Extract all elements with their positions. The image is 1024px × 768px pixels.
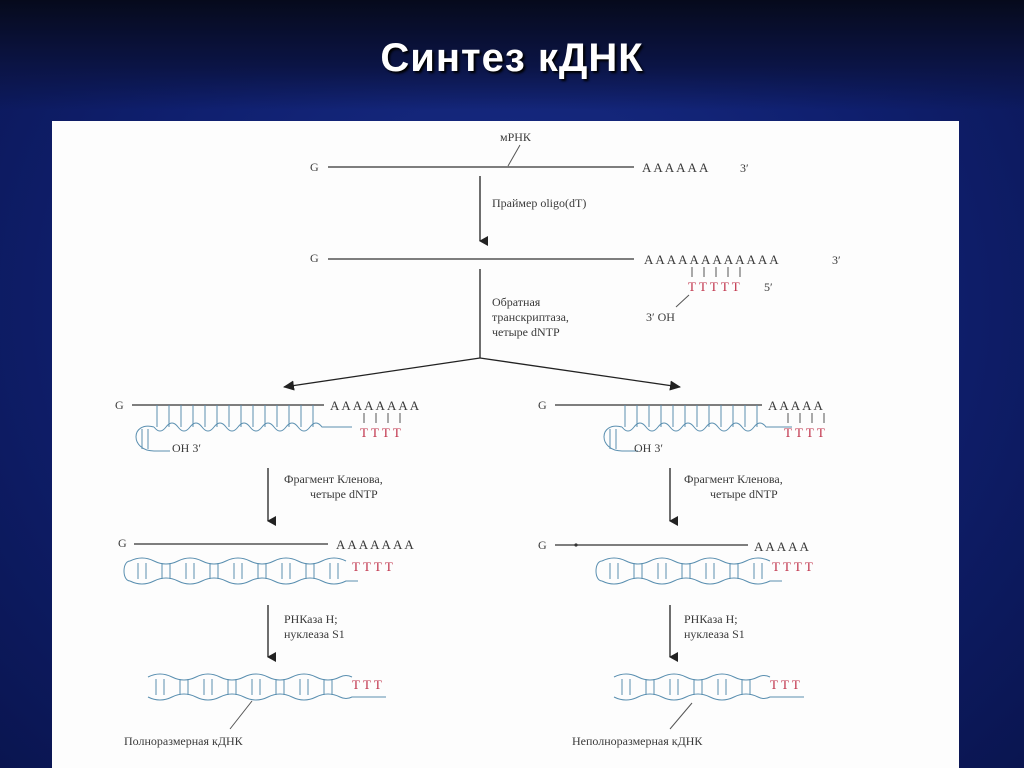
poly-a-2: AAAAAAAAAAAA (644, 252, 781, 267)
three-prime-2: 3′ (832, 253, 841, 267)
step1-label: Праймер oligo(dT) (492, 196, 586, 210)
step2-line2: транскриптаза, (492, 310, 569, 324)
hairpin-oh-left: OH 3′ (172, 441, 201, 455)
tttt-left-3: TTTT (360, 425, 404, 440)
cap-g-left-4: G (118, 536, 127, 550)
five-prime: 5′ (764, 280, 773, 294)
three-prime-1: 3′ (740, 161, 749, 175)
partial-length-label: Неполноразмерная кДНК (572, 734, 703, 748)
cap-g-1: G (310, 160, 319, 174)
nick-dot (574, 543, 578, 547)
poly-a-1: AAAAAA (642, 160, 710, 175)
poly-a-right-4: AAAAA (754, 539, 811, 554)
step2-line3: четыре dNTP (492, 325, 560, 339)
poly-a-left-4: AAAAAAA (336, 537, 416, 552)
mrna-pointer (507, 144, 521, 167)
cap-g-2: G (310, 251, 319, 265)
cap-g-left-3: G (115, 398, 124, 412)
tttt-right-3: TTTT (784, 425, 828, 440)
rnase-right-line1: РНКаза H; (684, 612, 738, 626)
right-3-pairing-ticks (787, 413, 825, 423)
slide-title: Синтез кДНК (380, 36, 644, 80)
poly-a-right-3: AAAAA (768, 398, 825, 413)
cdna-synthesis-diagram: мРНК G AAAAAA 3′ Праймер oligo(dT) G AAA… (115, 130, 841, 748)
rnase-right-line2: нуклеаза S1 (684, 627, 745, 641)
rnase-left-line1: РНКаза H; (284, 612, 338, 626)
diagram-panel: мРНК G AAAAAA 3′ Праймер oligo(dT) G AAA… (52, 121, 959, 768)
ds-cdna-left-4 (123, 557, 358, 585)
ttt-left-5: TTT (352, 677, 385, 692)
oh-3-label: 3′ OH (646, 310, 675, 324)
partial-length-pointer (669, 702, 693, 730)
klenow-left-line1: Фрагмент Кленова, (284, 472, 383, 486)
partial-length-cdna (613, 673, 804, 701)
step2-line1: Обратная (492, 295, 541, 309)
ttt-right-5: TTT (770, 677, 803, 692)
header-band (0, 0, 1024, 110)
tttt-left-4: TTTT (352, 559, 396, 574)
klenow-left-line2: четыре dNTP (310, 487, 378, 501)
mrna-label: мРНК (500, 130, 532, 144)
oh-pointer (675, 294, 690, 308)
rnase-left-line2: нуклеаза S1 (284, 627, 345, 641)
full-length-label: Полноразмерная кДНК (124, 734, 244, 748)
primer-pairing-ticks (691, 267, 741, 277)
poly-a-left-3: AAAAAAAA (330, 398, 421, 413)
oligo-dt: TTTTT (688, 279, 743, 294)
hairpin-oh-right: OH 3′ (634, 441, 663, 455)
cap-g-right-4: G (538, 538, 547, 552)
arrow-branch-right (479, 357, 681, 391)
arrow-branch-left (283, 357, 481, 391)
cdna-right-3 (603, 405, 792, 452)
cdna-left-3 (135, 405, 352, 452)
full-length-pointer (229, 700, 253, 730)
left-3-pairing-ticks (363, 413, 401, 423)
cap-g-right-3: G (538, 398, 547, 412)
klenow-right-line1: Фрагмент Кленова, (684, 472, 783, 486)
tttt-right-4: TTTT (772, 559, 816, 574)
klenow-right-line2: четыре dNTP (710, 487, 778, 501)
full-length-cdna (147, 673, 386, 701)
ds-cdna-right-4 (595, 557, 782, 585)
